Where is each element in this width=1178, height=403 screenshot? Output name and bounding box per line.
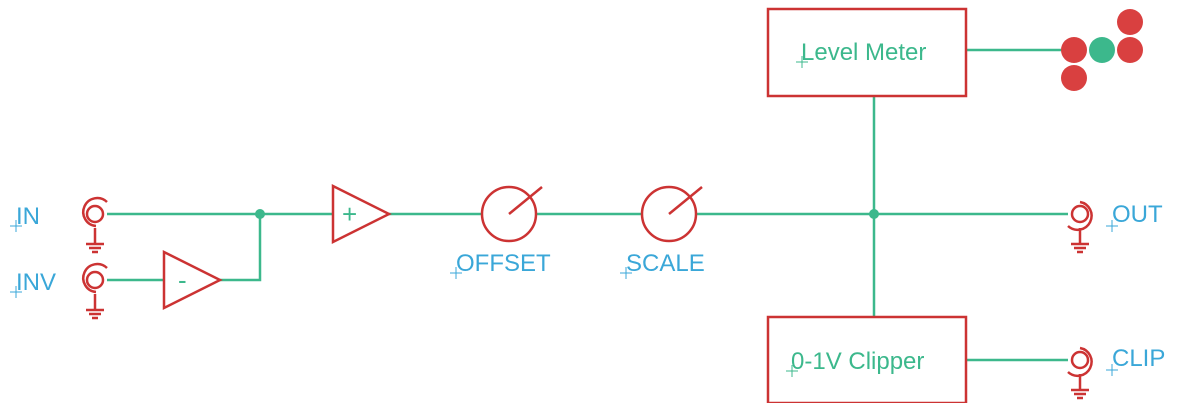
in-label: IN (16, 203, 40, 230)
led-icon (1117, 37, 1143, 63)
scale-knob[interactable] (640, 185, 703, 243)
level-meter-label: Level Meter (801, 39, 926, 66)
junction-dot (255, 209, 265, 219)
level-leds (1061, 9, 1143, 91)
inverter-sign: - (178, 265, 187, 295)
inv-label: INV (16, 269, 56, 296)
clip-label: CLIP (1112, 345, 1165, 372)
offset-label: OFFSET (456, 250, 551, 277)
jack-clip-icon[interactable] (1067, 346, 1093, 400)
led-icon (1061, 65, 1087, 91)
led-icon (1089, 37, 1115, 63)
buffer-sign: + (342, 199, 357, 229)
jack-inv-icon[interactable] (82, 262, 108, 320)
offset-knob[interactable] (480, 185, 543, 243)
noninverting-buffer: + (331, 183, 392, 245)
clipper-label: 0-1V Clipper (791, 348, 924, 375)
level-meter-block: Level Meter (766, 7, 968, 98)
led-icon (1117, 9, 1143, 35)
clipper-block: 0-1V Clipper (766, 315, 968, 403)
wires (107, 48, 1068, 362)
led-icon (1061, 37, 1087, 63)
jack-in-icon[interactable] (82, 196, 108, 254)
junction-dot (869, 209, 879, 219)
port-labels: IN INV OUT CLIP OFFSET SCALE (10, 201, 1165, 376)
jack-out-icon[interactable] (1067, 200, 1093, 254)
inverting-amplifier: - (162, 249, 223, 311)
scale-label: SCALE (626, 250, 705, 277)
out-label: OUT (1112, 201, 1163, 228)
wire-inverter-to-sum (220, 214, 262, 282)
